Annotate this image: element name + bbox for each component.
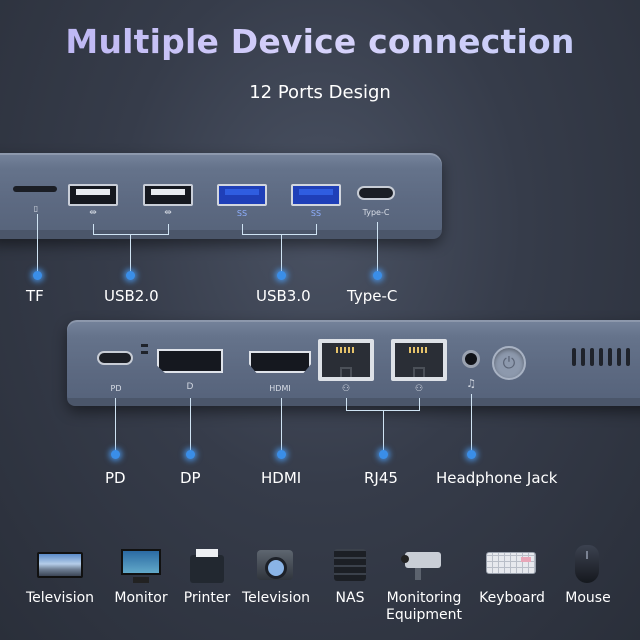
pd-connector-dot: [111, 450, 120, 459]
hdmi-port: [249, 351, 311, 373]
network-symbol-icon: ⚇: [341, 384, 351, 394]
pd-connector-line: [115, 398, 116, 454]
tf-marking-icon: ▯: [33, 204, 39, 213]
label-rj45: RJ45: [364, 469, 398, 487]
usb2-connector-line: [130, 234, 131, 274]
displayport-port: [157, 349, 223, 373]
tf-connector-dot: [33, 271, 42, 280]
typec-connector-dot: [373, 271, 382, 280]
pd-port: [97, 351, 133, 365]
keyboard-icon: [486, 552, 536, 574]
rj45-connector-line: [383, 410, 384, 454]
headphone-connector-line: [471, 394, 472, 454]
headphone-jack-port: [462, 350, 480, 368]
usb3-connector-dot: [277, 271, 286, 280]
usb2-connector-bracket: [93, 234, 169, 235]
page-title: Multiple Device connection: [0, 22, 640, 61]
rj45-socket: [322, 343, 370, 377]
usb3-port-1: [217, 184, 267, 206]
rj45-port-1: [318, 339, 374, 381]
device-top-lip: [0, 230, 442, 239]
device-label-printer: Printer: [183, 590, 231, 606]
hdmi-marking: HDMI: [269, 384, 291, 393]
label-tf: TF: [26, 287, 44, 305]
ventilation-grille: [572, 348, 630, 366]
projector-icon: [257, 550, 293, 580]
usb2-port-1: [68, 184, 118, 206]
pd-marking: PD: [110, 384, 122, 393]
mouse-icon: [575, 545, 599, 583]
typec-port: [357, 186, 395, 200]
tf-card-slot: [13, 186, 57, 192]
usb3-connector-bracket: [242, 234, 317, 235]
device-label-nas: NAS: [335, 590, 365, 606]
typec-marking: Type-C: [362, 208, 390, 217]
label-hdmi: HDMI: [261, 469, 302, 487]
page-subtitle: 12 Ports Design: [249, 82, 391, 103]
rj45-connector-line-b: [419, 398, 420, 410]
usb3-connector-line-a: [242, 224, 243, 234]
power-button: [492, 346, 526, 380]
device-label-monitoring-equipment: Monitoring Equipment: [386, 590, 462, 623]
label-usb2: USB2.0: [104, 287, 159, 305]
usb3-marking-2: SS: [310, 209, 322, 218]
label-typec: Type-C: [347, 287, 398, 305]
device-label-television: Television: [25, 590, 95, 606]
rj45-connector-dot: [379, 450, 388, 459]
usb-symbol-icon: ⇹: [164, 208, 172, 218]
label-dp: DP: [180, 469, 201, 487]
monitor-icon: [121, 549, 161, 575]
device-label-monitor: Monitor: [114, 590, 168, 606]
usb2-connector-line-a: [93, 224, 94, 234]
device-label-projector: Television: [241, 590, 311, 606]
device-label-keyboard: Keyboard: [479, 590, 545, 606]
dp-connector-line: [190, 398, 191, 454]
headphone-symbol-icon: ♫: [466, 377, 476, 390]
usb3-marking-1: SS: [236, 209, 248, 218]
dp-connector-dot: [186, 450, 195, 459]
indicator-led-1: [141, 344, 148, 347]
tf-connector-line: [37, 214, 38, 274]
television-icon: [37, 552, 83, 578]
usb2-connector-line-b: [168, 224, 169, 234]
typec-connector-line: [377, 222, 378, 274]
usb3-connector-line-b: [316, 224, 317, 234]
displayport-symbol-icon: D: [186, 382, 194, 392]
hdmi-connector-line: [281, 398, 282, 454]
label-headphone-jack: Headphone Jack: [436, 469, 558, 487]
rj45-socket: [395, 343, 443, 377]
rj45-connector-line-a: [346, 398, 347, 410]
label-usb3: USB3.0: [256, 287, 311, 305]
device-bottom-lip: [67, 398, 640, 406]
usb2-connector-dot: [126, 271, 135, 280]
printer-icon: [190, 549, 224, 583]
rj45-port-2: [391, 339, 447, 381]
device-label-mouse: Mouse: [565, 590, 611, 606]
usb3-port-2: [291, 184, 341, 206]
security-camera-icon: [401, 552, 441, 580]
nas-icon: [334, 549, 366, 581]
network-symbol-icon: ⚇: [414, 384, 424, 394]
label-pd: PD: [105, 469, 126, 487]
headphone-connector-dot: [467, 450, 476, 459]
monitor-stand-icon: [133, 577, 149, 583]
indicator-led-2: [141, 351, 148, 354]
usb2-port-2: [143, 184, 193, 206]
hdmi-connector-dot: [277, 450, 286, 459]
usb-symbol-icon: ⇹: [89, 208, 97, 218]
usb3-connector-line: [281, 234, 282, 274]
